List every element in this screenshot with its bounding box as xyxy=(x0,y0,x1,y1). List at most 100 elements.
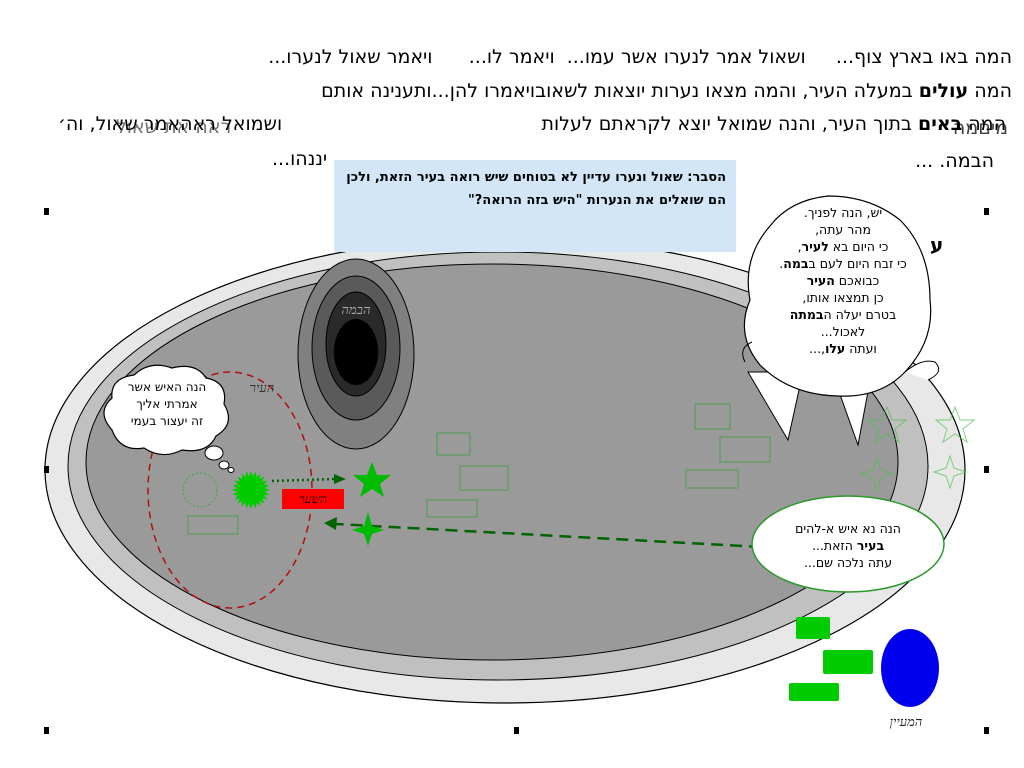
text-line-4-right: הבמה. ... xyxy=(915,150,994,172)
selection-handle xyxy=(44,466,49,473)
bubble-text-segment: כבואכם xyxy=(834,273,880,288)
bubble-text-segment: מהר עתה, xyxy=(815,222,871,237)
bubble-bold-segment: העיר xyxy=(806,273,835,288)
dotted-arrow xyxy=(271,477,336,483)
text-line-1: המה באו בארץ צוף... ושאול אמר לנערו אשר … xyxy=(12,46,1012,68)
selection-handle xyxy=(44,208,49,215)
edge-letter: ע xyxy=(930,233,943,257)
line2-pre: המה xyxy=(968,80,1012,102)
green-star-icon xyxy=(353,462,391,497)
right-bubble-line: כי זבח היום לעם בבמה. xyxy=(758,255,928,272)
right-bubble-line: לאכול... xyxy=(758,323,928,340)
ghost-box xyxy=(187,515,239,535)
bubble-text-segment: הנה נא איש א-להים xyxy=(795,521,901,536)
gate-label: השער xyxy=(299,492,327,506)
bubble-text-segment: בטרם יעלה ה xyxy=(823,307,897,322)
bama-label: הבמה xyxy=(341,303,371,318)
bubble-text-segment: ,... xyxy=(809,341,826,356)
right-bubble-line: כן תמצאו אותו, xyxy=(758,289,928,306)
inner-ring xyxy=(85,263,899,661)
thought-bubble-line: זה יעצור בעמי xyxy=(130,414,204,428)
bubble-bold-segment: במה xyxy=(783,256,809,271)
city-label: העיר xyxy=(250,381,275,396)
line1-part-4: ויאמר שאול לנערו... xyxy=(268,46,433,68)
ghost-box xyxy=(685,469,739,489)
text-line-3: המה באים בתוך העיר, והנה שמואל יוצא לקרא… xyxy=(542,113,1007,135)
spring-block xyxy=(823,650,873,674)
ghost-box xyxy=(719,436,771,463)
bubble-text-segment: עתה נלכה שם... xyxy=(803,555,893,570)
thought-bubble-text: הנה האיש אשר אמרתי אליך זה יעצור בעמי xyxy=(108,379,226,430)
ghost-sparkle-icon xyxy=(859,456,895,492)
line3-bold: באים xyxy=(917,113,963,135)
dashed-arrow xyxy=(335,522,781,550)
ghost-box xyxy=(436,432,471,456)
right-bubble-line: ועתה עלו,... xyxy=(758,340,928,357)
line4-right: הבמה. ... xyxy=(915,150,994,172)
bubble-bold-segment: בעיר xyxy=(856,538,885,553)
bottom-bubble-line: בעיר הזאת... xyxy=(760,537,936,554)
right-bubble-line: מהר עתה, xyxy=(758,221,928,238)
line3-post: בתוך העיר, והנה שמואל יוצא לקראתם לעלות xyxy=(541,113,918,135)
thought-bubble-line: אמרתי אליך xyxy=(136,397,198,411)
selection-handle xyxy=(984,208,989,215)
line1-part-3: ויאמר לו... xyxy=(468,46,555,68)
thought-bubble-line: הנה האיש אשר xyxy=(127,380,207,394)
line3-left-overlap: ראה את שאול xyxy=(116,116,232,138)
text-line-3-left: ושמואל ראהאמר שאול, וה׳ xyxy=(58,113,282,135)
ghost-star-icon xyxy=(866,405,908,444)
bubble-text-segment: הזאת... xyxy=(811,538,857,553)
selection-handle xyxy=(514,727,519,734)
line2-bold: עולים xyxy=(918,80,969,102)
ghost-sparkle-icon xyxy=(932,454,968,490)
text-line-3-overlap-right: מיםמה xyxy=(953,117,1008,139)
gate-rect xyxy=(282,489,344,509)
bubble-text-segment: ועתה xyxy=(845,341,877,356)
dotted-arrow-head xyxy=(334,474,346,484)
bubble-text-segment: לאכול... xyxy=(820,324,866,339)
ghost-star-icon xyxy=(934,405,976,444)
dashed-arrow-head xyxy=(324,517,337,530)
bubble-text-segment: כי זבח היום לעם ב xyxy=(808,256,907,271)
line3-right-overlap: מיםמה xyxy=(952,117,1008,139)
samuel-sun-icon xyxy=(232,471,270,509)
bottom-bubble-line: הנה נא איש א-להים xyxy=(760,520,936,537)
ghost-box xyxy=(459,465,509,491)
ghost-box xyxy=(694,403,731,430)
explanation-text: הסבר: שאול ונערו עדיין לא בטוחים שיש רוא… xyxy=(346,170,726,208)
bubble-bold-segment: עלו xyxy=(825,341,846,356)
ghost-box xyxy=(426,499,478,518)
sun-rays xyxy=(232,471,270,509)
text-line-3-left-overlap: ראה את שאול xyxy=(116,116,231,138)
bama-core xyxy=(334,319,378,385)
bubble-bold-segment: במתה xyxy=(789,307,824,322)
spring-block xyxy=(796,617,830,639)
spring-water xyxy=(881,629,939,707)
line1-part-1: המה באו בארץ צוף... xyxy=(835,46,1012,68)
right-bubble-line: כבואכם העיר xyxy=(758,272,928,289)
line3-left: ושמואל ראהאמר שאול, וה׳ xyxy=(58,113,283,135)
right-bubble-line: בטרם יעלה הבמתה xyxy=(758,306,928,323)
bubble-text-segment: כי היום בא xyxy=(828,239,889,254)
right-bubble-text: יש, הנה לפניך. מהר עתה,כי היום בא לעיר,כי… xyxy=(758,204,928,357)
bottom-speech-bubble xyxy=(751,495,945,593)
line1-part-2: ושאול אמר לנערו אשר עמו... xyxy=(566,46,806,68)
spring-block xyxy=(789,683,839,701)
text-line-2: המה עולים במעלה העיר, והמה מצאו נערות יו… xyxy=(12,80,1012,102)
bottom-bubble-line: עתה נלכה שם... xyxy=(760,554,936,571)
spring-label: המעיין xyxy=(890,715,923,730)
bubble-text-segment: יש, הנה לפניך. xyxy=(803,205,883,220)
selection-handle xyxy=(44,727,49,734)
explanation-box: הסבר: שאול ונערו עדיין לא בטוחים שיש רוא… xyxy=(334,160,736,252)
right-bubble-line: יש, הנה לפניך. xyxy=(758,204,928,221)
right-bubble-line: כי היום בא לעיר, xyxy=(758,238,928,255)
thought-bubble xyxy=(103,364,235,473)
ghost-circle xyxy=(182,472,218,508)
right-speech-bubble xyxy=(742,195,940,447)
bubble-text-segment: , xyxy=(797,239,802,254)
bubble-text-segment: כן תמצאו אותו, xyxy=(802,290,884,305)
selection-handle xyxy=(984,466,989,473)
line2-post: במעלה העיר, והמה מצאו נערות יוצאות לשאוב… xyxy=(321,80,919,102)
selection-handle xyxy=(984,727,989,734)
